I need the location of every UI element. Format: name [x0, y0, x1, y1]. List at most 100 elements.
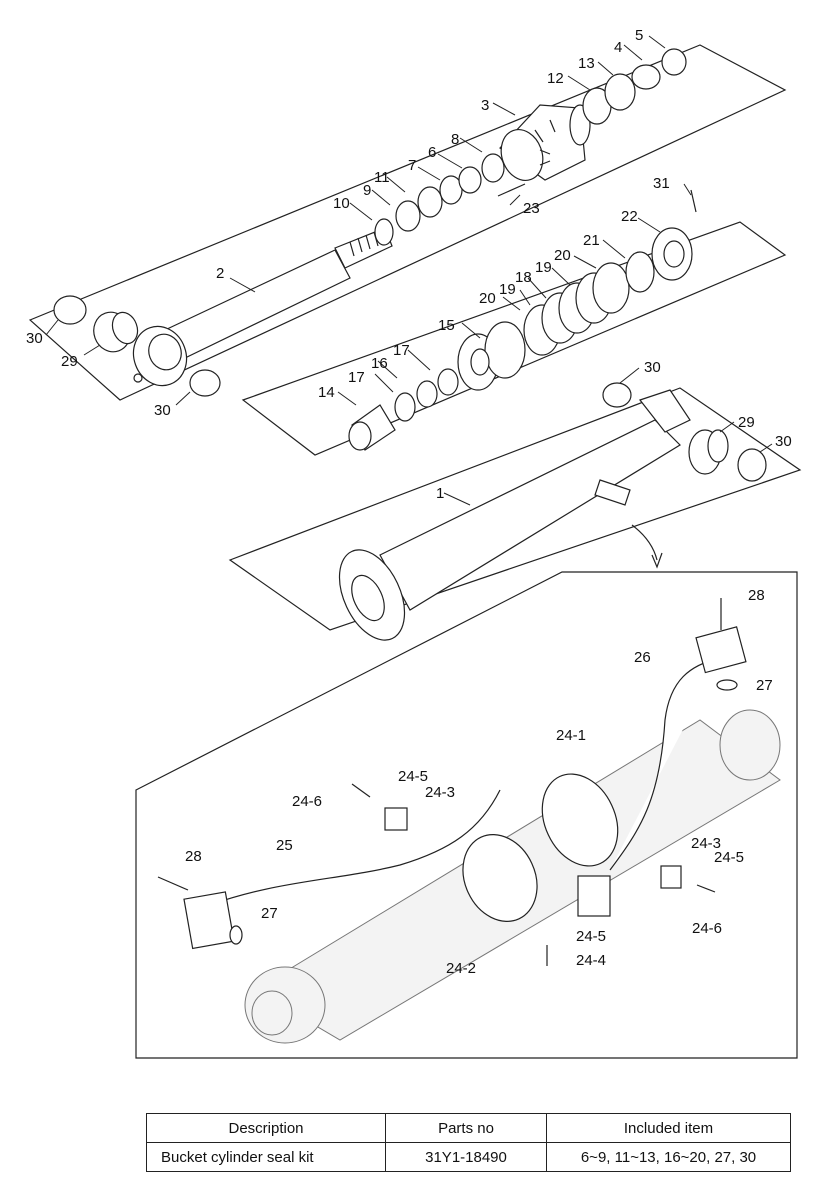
label-24-4: 24-4 — [576, 952, 606, 969]
label-5: 5 — [635, 27, 643, 44]
label-25: 25 — [276, 837, 293, 854]
seal-kit-table: Description Parts no Included item Bucke… — [146, 1113, 791, 1172]
label-27-top: 27 — [756, 677, 773, 694]
label-20-a: 20 — [479, 290, 496, 307]
label-24-5-a: 24-5 — [398, 768, 428, 785]
tube-assembly-panel — [228, 387, 802, 631]
bolt-23 — [497, 183, 526, 197]
rod-cover-3 — [499, 104, 591, 181]
label-19-b: 19 — [535, 259, 552, 276]
clamp-block-24-3-right — [660, 865, 682, 889]
label-24-1: 24-1 — [556, 727, 586, 744]
row-included-item: 6~9, 11~13, 16~20, 27, 30 — [546, 1142, 791, 1172]
label-24-2: 24-2 — [446, 960, 476, 977]
label-26: 26 — [634, 649, 651, 666]
rings-9-to-6 — [374, 153, 505, 246]
clamp-plate-lower — [577, 875, 611, 917]
label-24-3-a: 24-3 — [425, 784, 455, 801]
label-17-a: 17 — [348, 369, 365, 386]
label-1: 1 — [436, 485, 444, 502]
label-3: 3 — [481, 97, 489, 114]
label-24-5-c: 24-5 — [576, 928, 606, 945]
label-20-b: 20 — [554, 247, 571, 264]
label-14: 14 — [318, 384, 335, 401]
detail-view-frame — [135, 571, 798, 1059]
rod-bushing-29 — [93, 311, 139, 353]
label-24-3-b: 24-3 — [691, 835, 721, 852]
label-30-tube-right: 30 — [775, 433, 792, 450]
o-ring-27-top — [716, 679, 738, 691]
exploded-parts-diagram: 1 2 3 4 5 6 7 8 9 10 11 12 13 14 15 16 1… — [26, 27, 802, 1059]
flange-28-left — [157, 876, 235, 950]
dust-seal-30-tube-top — [602, 382, 632, 408]
label-8: 8 — [451, 131, 459, 148]
ring-16 — [416, 380, 438, 408]
label-22: 22 — [621, 208, 638, 225]
wear-ring-21 — [625, 251, 655, 293]
label-11: 11 — [374, 169, 390, 186]
seal-rings-18-20 — [523, 262, 630, 356]
ring-17-upper — [437, 368, 459, 396]
header-included-item: Included item — [546, 1113, 791, 1143]
label-28-left: 28 — [185, 848, 202, 865]
label-16: 16 — [371, 355, 388, 372]
label-29-left: 29 — [61, 353, 78, 370]
label-31: 31 — [653, 175, 670, 192]
label-30-tube-top: 30 — [644, 359, 661, 376]
label-15: 15 — [438, 317, 455, 334]
label-10: 10 — [333, 195, 350, 212]
row-parts-no: 31Y1-18490 — [385, 1142, 547, 1172]
dust-seal-30-left — [53, 295, 87, 325]
label-6: 6 — [428, 144, 436, 161]
piston-assembly-panel — [241, 221, 787, 456]
piston-15 — [457, 321, 526, 391]
bolt-24-6-left — [351, 783, 371, 798]
table-row: Bucket cylinder seal kit 31Y1-18490 6~9,… — [146, 1142, 791, 1172]
label-13: 13 — [578, 55, 595, 72]
pipe-clamp-24-1 — [541, 773, 619, 867]
label-24-6-a: 24-6 — [292, 793, 322, 810]
ring-17-lower — [394, 392, 416, 422]
label-29-right: 29 — [738, 414, 755, 431]
detail-arrow — [631, 524, 663, 569]
label-28-top: 28 — [748, 587, 765, 604]
header-parts-no: Parts no — [385, 1113, 547, 1143]
header-description: Description — [146, 1113, 386, 1143]
row-description: Bucket cylinder seal kit — [146, 1142, 386, 1172]
part-labels: 1 2 3 4 5 6 7 8 9 10 11 12 13 14 15 16 1… — [26, 27, 792, 977]
cylinder-tube-1 — [338, 389, 691, 641]
pipe-clamp-24-2 — [462, 834, 538, 922]
leader-lines — [45, 35, 773, 506]
lock-nut-22 — [651, 227, 693, 281]
flange-28-top — [695, 598, 747, 674]
cushion-ring-14 — [348, 404, 396, 451]
label-17-b: 17 — [393, 342, 410, 359]
label-19-a: 19 — [499, 281, 516, 298]
bushing-29-tube — [688, 429, 729, 475]
set-screw-31 — [690, 189, 697, 213]
bolt-24-6-right — [696, 884, 716, 893]
label-30-rod: 30 — [154, 402, 171, 419]
rings-12-13-4-5 — [582, 48, 687, 125]
dust-seal-30-lower — [189, 369, 221, 397]
label-12: 12 — [547, 70, 564, 87]
label-2: 2 — [216, 265, 224, 282]
label-30-left: 30 — [26, 330, 43, 347]
dust-seal-30-tube-right — [737, 448, 767, 482]
label-27-left: 27 — [261, 905, 278, 922]
label-18: 18 — [515, 269, 532, 286]
pipe-26 — [609, 657, 721, 871]
o-ring-27-left — [229, 925, 243, 945]
rod-assembly-panel — [28, 44, 787, 401]
table-header-row: Description Parts no Included item — [146, 1113, 791, 1143]
label-23: 23 — [523, 200, 540, 217]
label-7: 7 — [408, 157, 416, 174]
label-21: 21 — [583, 232, 600, 249]
label-9: 9 — [363, 182, 371, 199]
label-24-5-b: 24-5 — [714, 849, 744, 866]
pipe-25 — [209, 789, 501, 906]
piston-rod — [132, 227, 393, 387]
label-4: 4 — [614, 39, 622, 56]
label-24-6-b: 24-6 — [692, 920, 722, 937]
clamp-block-24-3-left — [384, 807, 408, 831]
